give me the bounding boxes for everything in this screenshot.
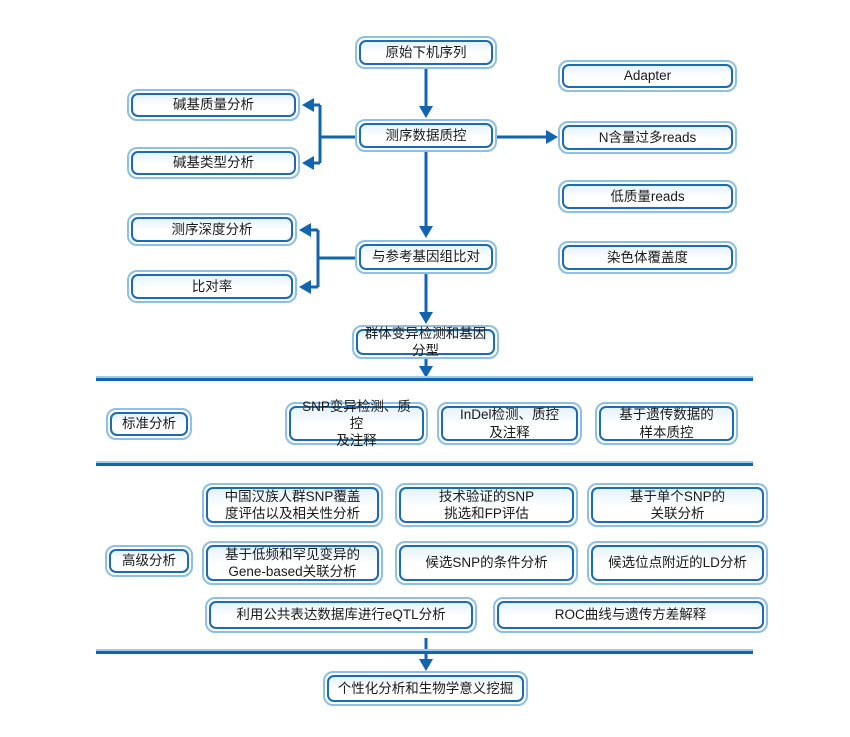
node-raw-reads-label: 原始下机序列 bbox=[359, 40, 493, 65]
node-sample-qc-label: 基于遗传数据的 样本质控 bbox=[599, 406, 734, 441]
node-chromosome-coverage-label: 染色体覆盖度 bbox=[562, 245, 733, 270]
node-n-content-reads: N含量过多reads bbox=[558, 121, 737, 154]
node-low-quality-reads: 低质量reads bbox=[558, 180, 737, 213]
node-mapping-rate: 比对率 bbox=[127, 270, 297, 303]
node-chromosome-coverage: 染色体覆盖度 bbox=[558, 241, 737, 274]
node-align-reference-label: 与参考基因组比对 bbox=[359, 244, 493, 270]
node-han-snp-coverage: 中国汉族人群SNP覆盖 度评估以及相关性分析 bbox=[202, 483, 383, 527]
arrow-align-to-variant bbox=[419, 274, 433, 324]
node-personalized-analysis-label: 个性化分析和生物学意义挖掘 bbox=[327, 675, 524, 702]
node-align-reference: 与参考基因组比对 bbox=[355, 240, 497, 274]
arrow-align-to-depth-maprate bbox=[299, 223, 355, 294]
node-eqtl-analysis: 利用公共表达数据库进行eQTL分析 bbox=[205, 597, 477, 633]
node-snp-detection-label: SNP变异检测、质控 及注释 bbox=[289, 399, 424, 448]
node-indel-detection-label: InDel检测、质控 及注释 bbox=[441, 406, 578, 441]
arrow-qc-to-nreads bbox=[497, 130, 558, 144]
node-adapter: Adapter bbox=[558, 60, 737, 92]
node-base-quality: 碱基质量分析 bbox=[127, 89, 300, 121]
node-roc-analysis-label: ROC曲线与遗传方差解释 bbox=[497, 601, 764, 629]
node-sequencing-qc: 测序数据质控 bbox=[355, 119, 497, 152]
node-han-snp-coverage-label: 中国汉族人群SNP覆盖 度评估以及相关性分析 bbox=[206, 487, 379, 523]
node-depth-analysis-label: 测序深度分析 bbox=[131, 217, 293, 242]
node-base-quality-label: 碱基质量分析 bbox=[131, 93, 296, 117]
node-validated-snp-label: 技术验证的SNP 挑选和FP评估 bbox=[399, 487, 574, 523]
node-single-snp-association-label: 基于单个SNP的 关联分析 bbox=[591, 487, 764, 523]
node-sequencing-qc-label: 测序数据质控 bbox=[359, 123, 493, 148]
node-ld-analysis-label: 候选位点附近的LD分析 bbox=[591, 545, 764, 581]
node-conditional-analysis: 候选SNP的条件分析 bbox=[395, 541, 578, 585]
section-label-advanced: 高级分析 bbox=[105, 545, 193, 577]
node-base-type-label: 碱基类型分析 bbox=[131, 151, 296, 175]
node-base-type: 碱基类型分析 bbox=[127, 147, 300, 179]
node-adapter-label: Adapter bbox=[562, 64, 733, 88]
node-gene-based-association-label: 基于低频和罕见变异的 Gene-based关联分析 bbox=[206, 545, 379, 581]
node-snp-detection: SNP变异检测、质控 及注释 bbox=[285, 399, 428, 448]
node-indel-detection: InDel检测、质控 及注释 bbox=[437, 402, 582, 445]
node-low-quality-reads-label: 低质量reads bbox=[562, 184, 733, 209]
node-mapping-rate-label: 比对率 bbox=[131, 274, 293, 299]
arrow-qc-to-base-analyses bbox=[302, 98, 355, 170]
divider-standard-bottom bbox=[96, 463, 753, 466]
node-roc-analysis: ROC曲线与遗传方差解释 bbox=[493, 597, 768, 633]
node-variant-genotyping: 群体变异检测和基因分型 bbox=[352, 325, 499, 359]
arrow-advanced-to-personalized bbox=[419, 638, 433, 671]
node-validated-snp: 技术验证的SNP 挑选和FP评估 bbox=[395, 483, 578, 527]
section-label-advanced-text: 高级分析 bbox=[109, 549, 189, 573]
node-eqtl-analysis-label: 利用公共表达数据库进行eQTL分析 bbox=[209, 601, 473, 629]
node-ld-analysis: 候选位点附近的LD分析 bbox=[587, 541, 768, 585]
section-label-standard-text: 标准分析 bbox=[110, 412, 188, 436]
arrow-qc-to-align bbox=[419, 152, 433, 238]
divider-advanced-bottom bbox=[96, 651, 753, 654]
node-personalized-analysis: 个性化分析和生物学意义挖掘 bbox=[323, 671, 528, 706]
node-n-content-reads-label: N含量过多reads bbox=[562, 125, 733, 150]
node-conditional-analysis-label: 候选SNP的条件分析 bbox=[399, 545, 574, 581]
arrow-variant-to-standard bbox=[419, 359, 433, 378]
arrow-raw-to-qc bbox=[419, 69, 433, 118]
node-gene-based-association: 基于低频和罕见变异的 Gene-based关联分析 bbox=[202, 541, 383, 585]
node-single-snp-association: 基于单个SNP的 关联分析 bbox=[587, 483, 768, 527]
divider-standard-top bbox=[96, 378, 753, 381]
node-sample-qc: 基于遗传数据的 样本质控 bbox=[595, 402, 738, 445]
node-raw-reads: 原始下机序列 bbox=[355, 36, 497, 69]
node-variant-genotyping-label: 群体变异检测和基因分型 bbox=[356, 326, 495, 358]
node-depth-analysis: 测序深度分析 bbox=[127, 213, 297, 246]
section-label-standard: 标准分析 bbox=[106, 408, 192, 440]
